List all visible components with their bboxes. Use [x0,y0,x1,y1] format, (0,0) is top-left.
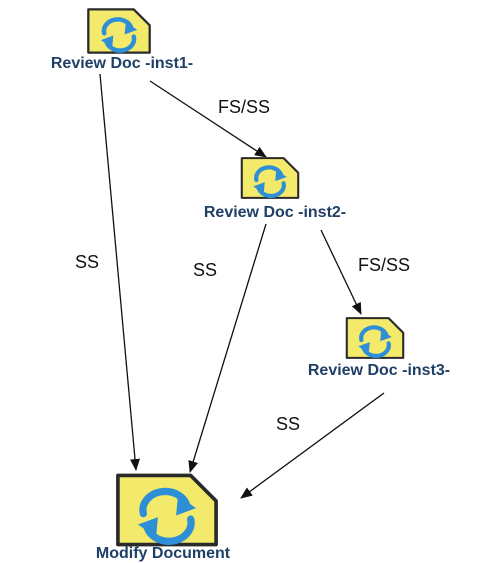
document-cycle-icon [347,318,403,358]
edge-inst1-to-inst2: FS/SS [149,80,270,158]
edge-inst2-to-modify: SS [188,223,267,473]
document-cycle-icon [242,158,298,198]
document-cycle-icon [88,9,149,52]
edge-label-inst1-modify: SS [75,252,99,272]
node-modify-document[interactable]: Modify Document [96,475,231,562]
edge-label-inst2-inst3: FS/SS [358,255,410,275]
edge-inst2-to-inst3: FS/SS [320,229,410,315]
node-review-doc-inst3[interactable]: Review Doc -inst3- [308,318,450,379]
node-label-modify: Modify Document [96,545,231,562]
edge-inst3-to-modify: SS [240,392,385,499]
node-label-inst2: Review Doc -inst2- [204,204,346,221]
node-review-doc-inst2[interactable]: Review Doc -inst2- [204,158,346,221]
node-review-doc-inst1[interactable]: Review Doc -inst1- [51,9,193,72]
node-label-inst3: Review Doc -inst3- [308,362,450,379]
edge-label-inst1-inst2: FS/SS [218,97,270,117]
edge-inst1-to-modify: SS [75,73,140,471]
document-cycle-icon [118,475,216,544]
node-label-inst1: Review Doc -inst1- [51,55,193,72]
edge-label-inst3-modify: SS [276,414,300,434]
edge-label-inst2-modify: SS [193,260,217,280]
